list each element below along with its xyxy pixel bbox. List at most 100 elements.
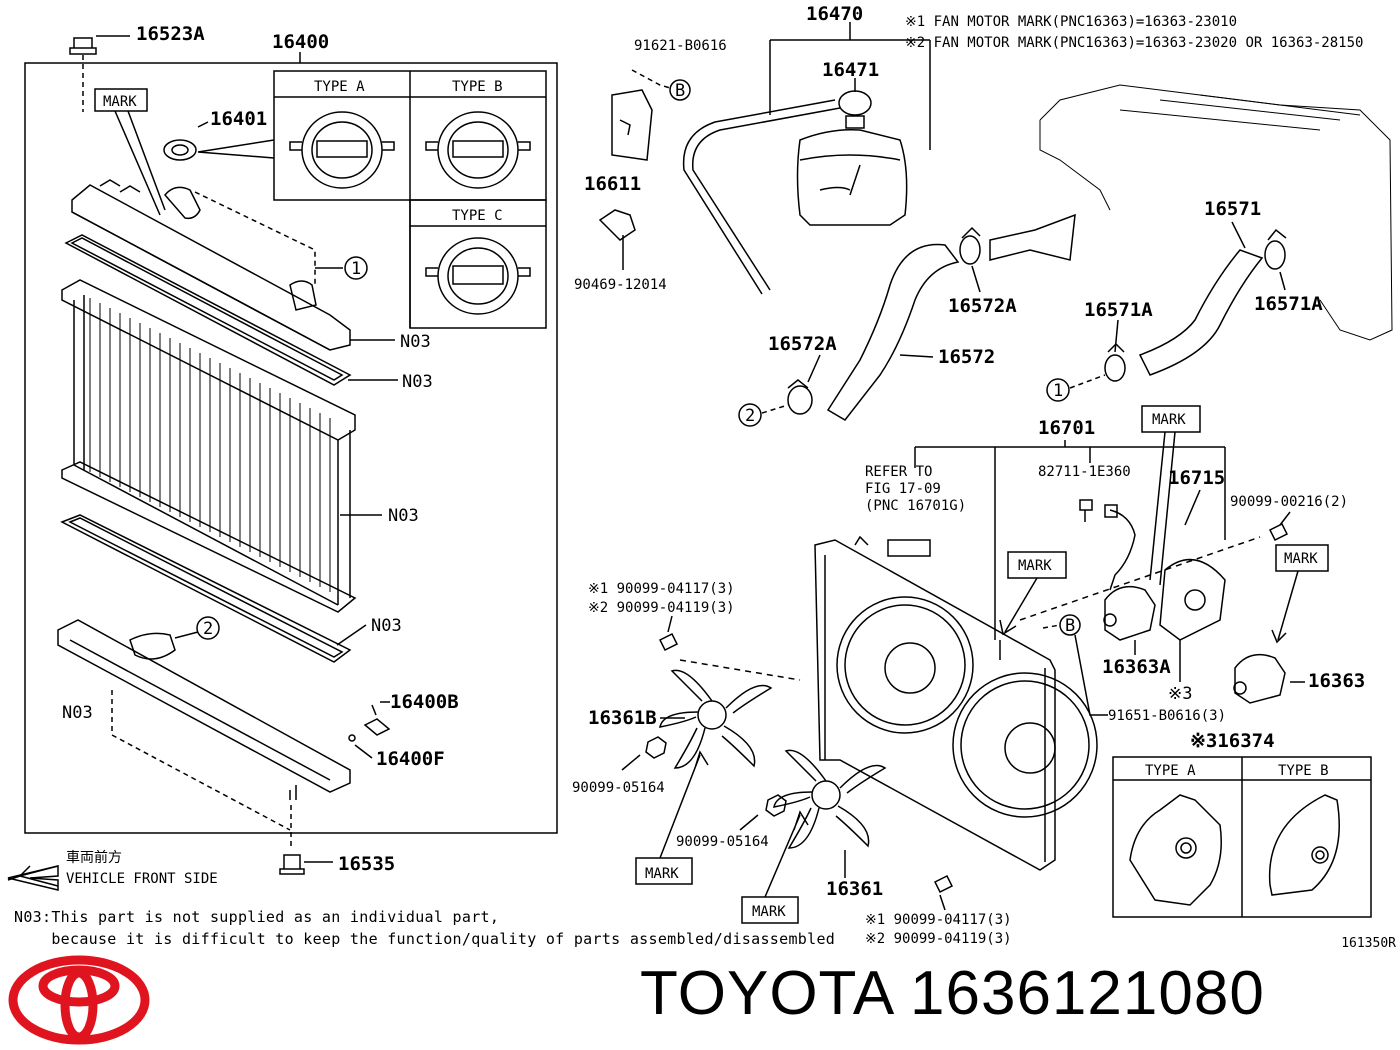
n03-label-5: N03 <box>62 703 93 723</box>
circle-b-text-bracket: B <box>675 81 685 101</box>
label-16400B: 16400B <box>390 691 459 713</box>
engine-outline <box>1039 84 1393 341</box>
nut-90099-05164-a <box>645 736 667 759</box>
footnote-line-1: N03:This part is not supplied as an indi… <box>14 908 500 926</box>
label-16611: 16611 <box>584 173 641 195</box>
circle-b-text-shroud: B <box>1065 616 1075 636</box>
vehicle-front-jp: 車両前方 <box>66 849 122 866</box>
water-outlet <box>989 213 1076 261</box>
callout-circle-b-bracket <box>669 79 691 101</box>
fan-bracket-type-table <box>1112 756 1372 918</box>
label-16471: 16471 <box>822 59 879 81</box>
brand-name: TOYOTA <box>640 959 892 1028</box>
toyota-logo <box>8 955 150 1045</box>
refer-line-1: REFER TO <box>865 464 932 480</box>
cap-type-a-label: TYPE A <box>314 79 365 95</box>
n03-label-2: N03 <box>402 372 433 392</box>
fan-bracket-16374 <box>1159 558 1226 641</box>
label-90469-12014: 90469-12014 <box>574 277 667 293</box>
mark-text-shroud: MARK <box>1018 558 1052 574</box>
radiator-upper-gasket <box>64 234 352 386</box>
callout-circle-b-shroud <box>1059 614 1081 636</box>
label-90099-04119-bottom: ※2 90099-04119(3) <box>865 931 1012 947</box>
label-16571: 16571 <box>1204 198 1261 220</box>
brand-part-number: TOYOTA 1636121080 <box>640 958 1265 1029</box>
radiator-hose-16571 <box>1138 249 1264 376</box>
radiator-fins <box>89 298 331 592</box>
callout-circle-2-radiator <box>196 616 220 640</box>
label-82711-1E360: 82711-1E360 <box>1038 464 1131 480</box>
radiator-cap-type-b <box>425 111 531 189</box>
refer-line-2: FIG 17-09 <box>865 481 941 497</box>
n03-label-1: N03 <box>400 332 431 352</box>
label-90099-00216: 90099-00216(2) <box>1230 494 1348 510</box>
label-90099-04117-bottom: ※1 90099-04117(3) <box>865 912 1012 928</box>
footnote-line-2: because it is difficult to keep the func… <box>14 930 836 948</box>
label-90099-05164-b: 90099-05164 <box>676 834 769 850</box>
label-16374: ※316374 <box>1190 730 1275 752</box>
label-16401: 16401 <box>210 108 267 130</box>
drain-cock-16400B <box>348 704 391 742</box>
radiator-core <box>61 279 357 613</box>
label-note-3: ※3 <box>1168 684 1192 704</box>
circle-2-text-radiator: 2 <box>203 619 213 639</box>
connector-82711-1E360 <box>1079 499 1093 522</box>
vehicle-front-en: VEHICLE FRONT SIDE <box>66 871 218 887</box>
label-90099-05164-a: 90099-05164 <box>572 780 665 796</box>
label-16572A-upper: 16572A <box>948 295 1017 317</box>
n03-label-3: N03 <box>388 506 419 526</box>
label-16363A: 16363A <box>1102 656 1171 678</box>
figure-code: 161350R <box>1341 936 1396 951</box>
clip-90469-12014 <box>598 209 636 241</box>
drain-plug-16523A <box>69 35 130 55</box>
mark-box-fan-left <box>635 857 693 885</box>
fan-motor-16363A <box>1103 585 1156 641</box>
mark-text-motor: MARK <box>1284 551 1318 567</box>
label-16400F: 16400F <box>376 748 445 770</box>
reservoir-tank-16470 <box>796 128 908 226</box>
bracket-type-b-label: TYPE B <box>1278 763 1329 779</box>
note-fan-motor-1: ※1 FAN MOTOR MARK(PNC16363)=16363-23010 <box>905 14 1237 30</box>
radiator-upper-tank <box>71 179 351 351</box>
label-90099-04117-top: ※1 90099-04117(3) <box>588 581 735 597</box>
radiator-cap-16401 <box>163 139 197 161</box>
label-16715: 16715 <box>1168 467 1225 489</box>
mark-text-fan-left: MARK <box>645 866 679 882</box>
drain-plug-16535 <box>279 854 305 875</box>
label-16572A-lower: 16572A <box>768 333 837 355</box>
label-91651-B0616: 91651-B0616(3) <box>1108 708 1226 724</box>
bracket-type-a-label: TYPE A <box>1145 763 1196 779</box>
radiator-hose-16572 <box>826 243 960 421</box>
clamp-16571A-upper <box>1264 228 1287 270</box>
callout-circle-1-hose <box>1046 378 1070 402</box>
mark-text-fan-motor: MARK <box>1152 412 1186 428</box>
footnote: N03:This part is not supplied as an indi… <box>14 906 835 950</box>
fan-motor-16363 <box>1233 653 1286 704</box>
clamp-16572A-upper <box>959 226 981 265</box>
reservoir-hose <box>682 99 841 295</box>
circle-1-text-radiator: 1 <box>351 259 361 279</box>
circle-1-text-hose: 1 <box>1053 381 1063 401</box>
refer-line-3: (PNC 16701G) <box>865 498 966 514</box>
part-number: 1636121080 <box>910 959 1265 1028</box>
n03-label-4: N03 <box>371 616 402 636</box>
fan-blade-16361 <box>773 749 887 849</box>
cap-type-c-label: TYPE C <box>452 208 503 224</box>
radiator-cap-type-c <box>425 237 531 315</box>
mark-text-fan-right: MARK <box>752 904 786 920</box>
radiator-lower-gasket <box>60 514 352 663</box>
bolt-90099-04117-top <box>658 632 679 652</box>
cap-type-b-label: TYPE B <box>452 79 503 95</box>
bolt-90099-04117-bottom <box>933 874 954 894</box>
label-16701: 16701 <box>1038 417 1095 439</box>
fan-blade-16361B <box>659 669 773 769</box>
mark-box-fan-motor <box>1141 405 1201 433</box>
label-16571A-upper: 16571A <box>1254 293 1323 315</box>
label-16361B: 16361B <box>588 707 657 729</box>
mark-box-motor-16363 <box>1275 544 1329 572</box>
label-16572: 16572 <box>938 346 995 368</box>
label-91621-B0616: 91621-B0616 <box>634 38 727 54</box>
reservoir-cap-16471 <box>838 90 872 129</box>
label-16523A: 16523A <box>136 23 205 45</box>
